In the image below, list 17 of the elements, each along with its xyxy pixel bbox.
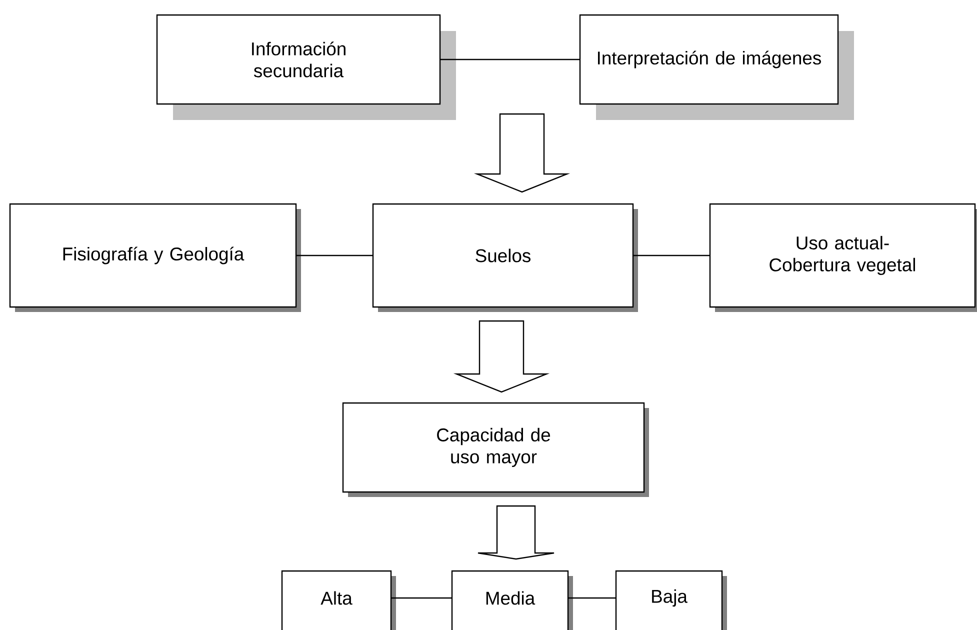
block-arrow (453, 320, 550, 393)
process-box: Alta (281, 570, 396, 630)
block-arrow (477, 505, 555, 560)
process-box: Baja (615, 570, 727, 630)
process-box: Suelos (372, 203, 638, 312)
process-box: Fisiografía y Geología (9, 203, 301, 312)
process-box: Media (451, 570, 573, 630)
block-arrow (474, 113, 570, 193)
connector-line (296, 254, 373, 256)
process-box: Uso actual- Cobertura vegetal (709, 203, 977, 312)
connector-line (440, 58, 580, 60)
connector-line (633, 254, 710, 256)
connector-line (391, 597, 452, 599)
process-box: Capacidad de uso mayor (342, 402, 649, 497)
connector-line (568, 597, 616, 599)
process-box: Información secundaria (156, 14, 456, 120)
process-box: Interpretación de imágenes (579, 14, 854, 120)
